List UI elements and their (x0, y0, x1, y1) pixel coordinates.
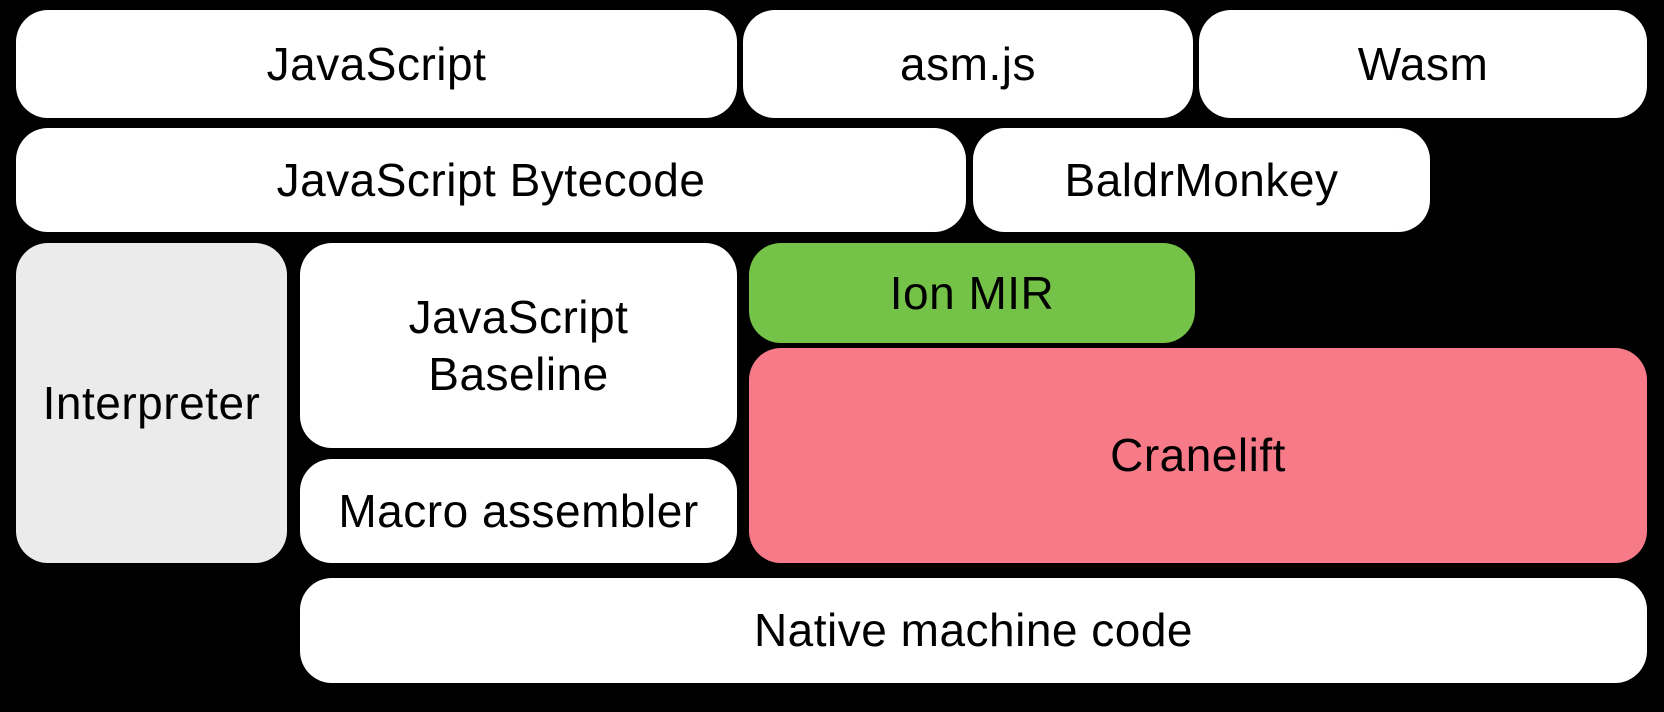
box-asm-js: asm.js (743, 10, 1193, 118)
box-javascript-baseline: JavaScript Baseline (300, 243, 737, 448)
box-baldrmonkey: BaldrMonkey (973, 128, 1430, 232)
box-javascript-bytecode: JavaScript Bytecode (16, 128, 966, 232)
box-macro-assembler: Macro assembler (300, 459, 737, 563)
box-native-machine-code-label: Native machine code (753, 604, 1194, 657)
box-cranelift-label: Cranelift (1110, 429, 1286, 482)
box-ion-mir-label: Ion MIR (889, 266, 1055, 319)
box-baldrmonkey-label: BaldrMonkey (1064, 153, 1339, 206)
box-macro-assembler-label: Macro assembler (338, 484, 699, 537)
box-native-machine-code: Native machine code (300, 578, 1647, 683)
box-wasm-label: Wasm (1357, 37, 1489, 90)
box-javascript-bytecode-label: JavaScript Bytecode (276, 153, 706, 206)
box-javascript-baseline-label: JavaScript Baseline (408, 291, 629, 400)
box-wasm: Wasm (1199, 10, 1647, 118)
box-javascript-label: JavaScript (266, 37, 487, 90)
box-ion-mir: Ion MIR (749, 243, 1195, 343)
box-interpreter: Interpreter (16, 243, 287, 563)
box-cranelift: Cranelift (749, 348, 1647, 563)
box-javascript: JavaScript (16, 10, 737, 118)
box-asm-js-label: asm.js (900, 37, 1036, 90)
box-interpreter-label: Interpreter (42, 376, 261, 429)
